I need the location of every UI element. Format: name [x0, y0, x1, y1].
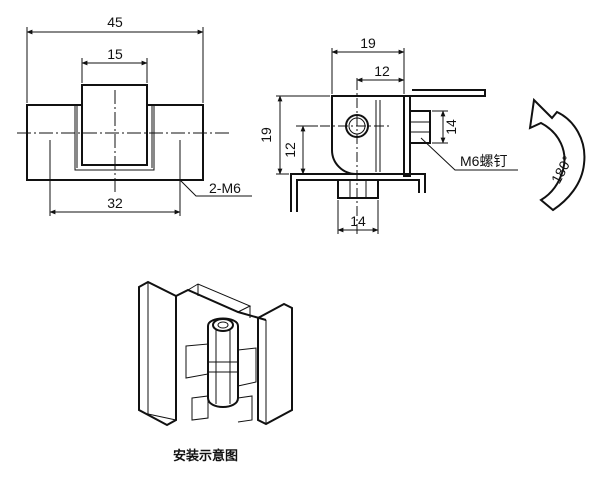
rotation-arrow-icon: [528, 97, 586, 212]
screw-callout: M6螺钉: [460, 153, 507, 169]
install-top-frame: [175, 288, 267, 321]
side-view: 19 12 19 12 14 14 M6螺钉: [258, 35, 518, 236]
install-caption: 安装示意图: [173, 448, 238, 464]
side-bolt-head: [409, 110, 431, 144]
dim-hole-spacing: 32: [107, 195, 123, 211]
dim-slot-width: 15: [107, 46, 123, 62]
installation-sketch: 安装示意图: [138, 280, 293, 464]
side-base-channel: [290, 173, 426, 212]
dim-overall-width: 45: [107, 14, 123, 30]
side-top-bracket: [410, 89, 486, 97]
leader-hole-callout: [179, 179, 252, 197]
hole-callout: 2-M6: [209, 180, 241, 196]
rotation-angle-label: 180°: [548, 153, 576, 186]
rotation-indicator: 180°: [528, 97, 586, 212]
install-right-panel: [257, 302, 293, 426]
install-pin-icon: [212, 318, 234, 332]
front-view: 45 15 32 2-M6: [17, 14, 252, 216]
dim-bolt-height: 14: [443, 119, 459, 135]
dim-base-width: 14: [350, 213, 366, 229]
dim-pin-offset: 12: [374, 63, 390, 79]
dim-top-width: 19: [360, 35, 376, 51]
dim-height: 19: [258, 127, 274, 143]
install-left-panel: [138, 280, 177, 427]
leader-screw-callout: [420, 137, 518, 171]
side-knuckle-body: [331, 95, 405, 175]
dim-pin-height: 12: [282, 142, 298, 158]
side-bottom-nut: [337, 179, 379, 199]
